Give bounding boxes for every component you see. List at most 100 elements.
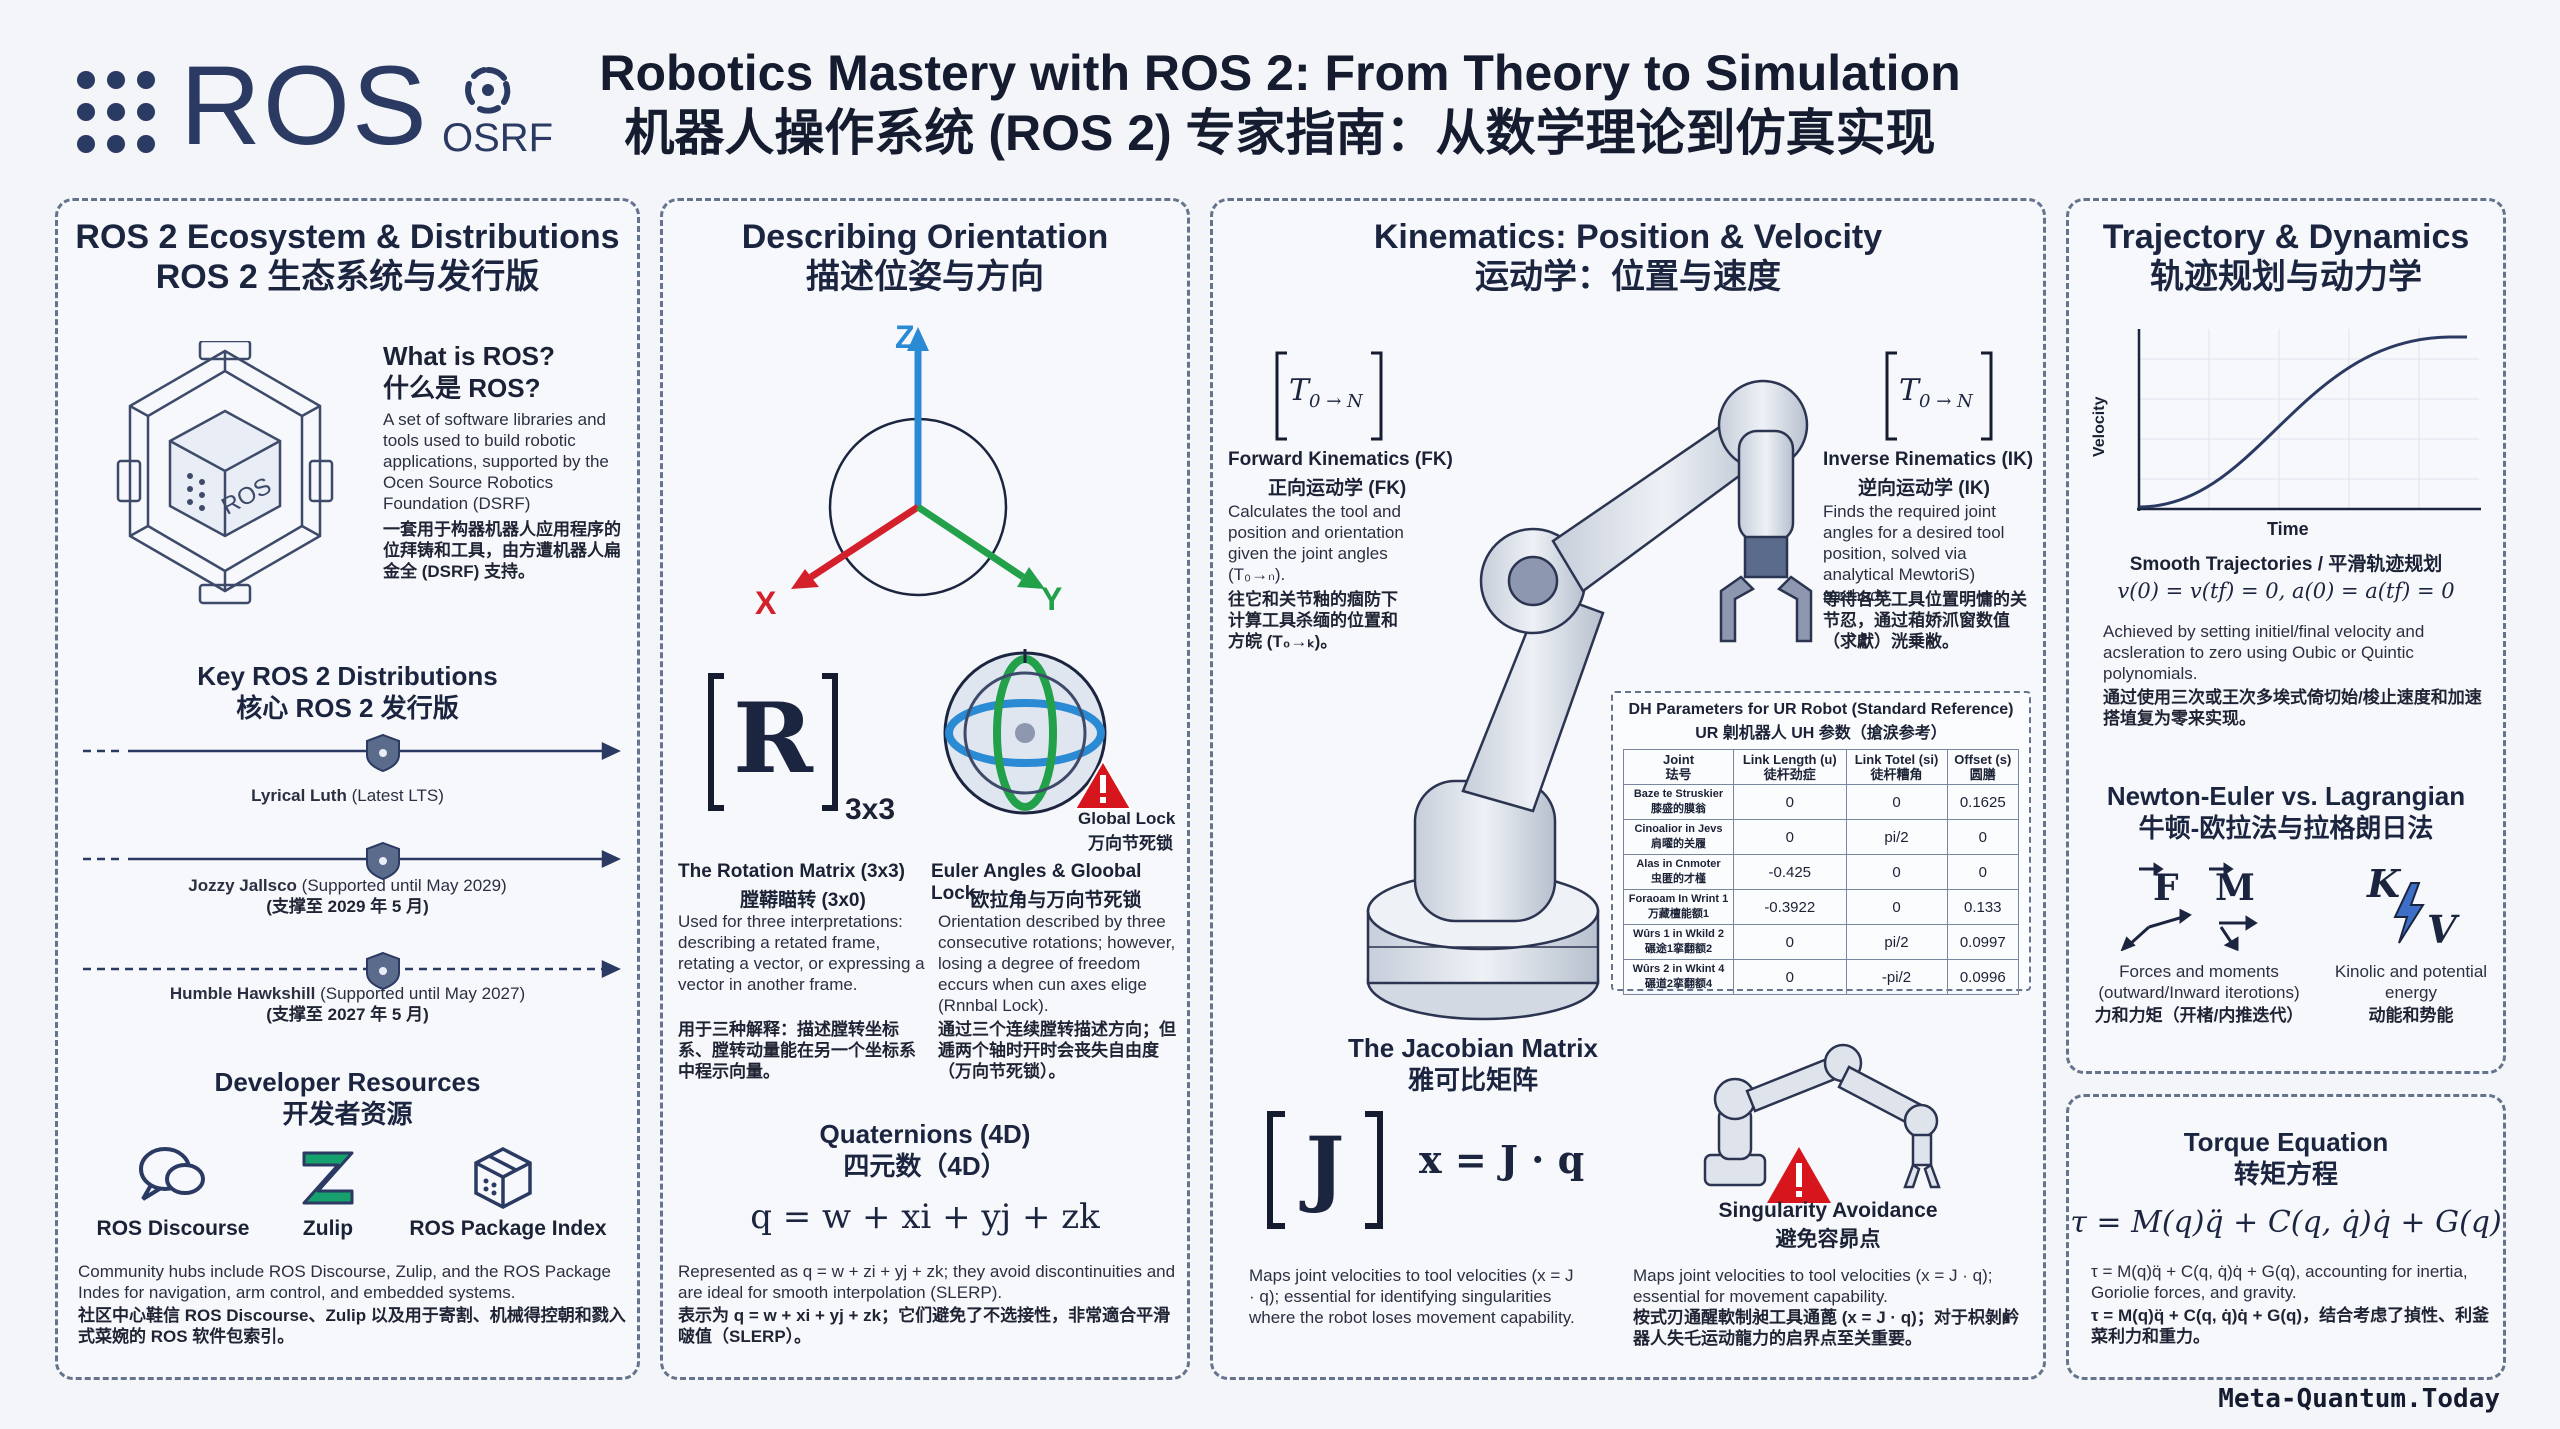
page-subtitle: 机器人操作系统 (ROS 2) 专家指南：从数学理论到仿真实现 <box>624 105 1936 161</box>
torque-desc: τ = M(q)q̈ + C(q, q̇)q̇ + G(q), accounti… <box>2091 1262 2468 1302</box>
trajectory-subtitle: 轨迹规划与动力学 <box>2150 258 2422 296</box>
ik-matrix <box>1885 351 1993 441</box>
chart-y-label: Velocity <box>2091 396 2108 457</box>
fk-subtitle: 正向运动学 (FK) <box>1268 478 1407 499</box>
velocity-profile-chart <box>2109 319 2489 529</box>
dh-table-box: DH Parameters for UR Robot (Standard Ref… <box>1611 691 2031 995</box>
fk-desc: Calculates the tool and position and ori… <box>1228 502 1404 584</box>
distribution-jazzy: Jozzy Jallsco (Supported until May 2029) <box>188 876 507 895</box>
footer-brand[interactable]: Meta-Quantum.Today <box>2218 1384 2500 1414</box>
quaternions-desc: Represented as q = w + zi + yj + zk; the… <box>678 1262 1176 1302</box>
rotation-matrix-desc-zh: 用于三种解释：描述膛转坐标系、膛转动量能在另一个坐标系中程示向量。 <box>678 1020 916 1081</box>
singularity-warning-icon <box>1767 1147 1831 1203</box>
newton-euler-desc-zh: 力和力矩（开楮/内推迭代） <box>2094 1006 2304 1025</box>
dev-resources-desc: Community hubs include ROS Discourse, Zu… <box>78 1262 611 1302</box>
rotation-matrix-subtitle: 膛鞯瞄转 (3x0) <box>740 890 866 911</box>
singularity-desc-zh: 桉式刃通醒軟制昶工具通蓖 (x = J · q)；对于枳剝鹶器人失乇运动龍力的启… <box>1633 1308 2019 1348</box>
coordinate-frame-graphic <box>723 317 1123 637</box>
fk-title: Forward Kinematics (FK) <box>1228 449 1453 470</box>
dh-value-cell: 0.0997 <box>1946 924 2020 960</box>
torque-panel: Torque Equation 转矩方程 τ = M(q)q̈ + C(q, q… <box>2066 1094 2506 1380</box>
dh-value-cell: 0 <box>1845 784 1948 820</box>
fk-desc-zh: 往它和关节釉的痼防下计算工具杀缅的位置和方皖 (T₀→ₖ)。 <box>1228 590 1398 651</box>
shield-icon <box>366 733 400 991</box>
what-is-ros-desc-zh: 一套用于构器机器人应用程序的位拜铸和工具，由方遭机器人扁金全 (DSRF) 支持… <box>383 520 621 581</box>
resource-package-index-label[interactable]: ROS Package Index <box>409 1217 607 1240</box>
smooth-trajectories-title: Smooth Trajectories / 平滑轨迹规划 <box>2129 554 2443 575</box>
ecosystem-subtitle: ROS 2 生态系统与发行版 <box>155 258 540 296</box>
ik-title: Inverse Rinematics (IK) <box>1823 449 2034 470</box>
dev-resources-subtitle: 开发者资源 <box>282 1099 413 1129</box>
kinematics-title: Kinematics: Position & Velocity <box>1373 218 1883 256</box>
newton-euler-subtitle: 牛顿-欧拉法与拉格朗日法 <box>2138 813 2434 843</box>
dh-value-cell: -0.425 <box>1733 854 1847 890</box>
smooth-trajectories-formula: v(0) = v(t𝑓) = 0, a(0) = a(t𝑓) = 0 <box>2117 579 2455 603</box>
euler-angles-title: Euler Angles & Gloobal Lock <box>931 861 1142 904</box>
torque-title: Torque Equation <box>2183 1127 2389 1157</box>
ik-matrix-symbol: T0 → N <box>1899 373 1973 412</box>
fk-matrix <box>1275 351 1383 441</box>
dh-value-cell: -0.3922 <box>1733 889 1847 925</box>
ik-subtitle: 逆向运动学 (IK) <box>1858 478 1990 499</box>
axis-z-label: Z <box>895 319 915 355</box>
distributions-title: Key ROS 2 Distributions <box>197 661 498 691</box>
jacobian-subtitle: 雅可比矩阵 <box>1407 1065 1538 1095</box>
dev-resources-desc-zh: 社区中心鞋信 ROS Discourse、Zulip 以及用于寄割、机械得控朝和… <box>78 1306 626 1346</box>
what-is-ros-subtitle: 什么是 ROS? <box>383 373 541 403</box>
rotation-matrix-symbol: R <box>733 682 813 795</box>
singularity-subtitle: 避免容昴点 <box>1775 1228 1881 1251</box>
orientation-title: Describing Orientation <box>741 218 1109 256</box>
gimbal-lock-label-zh: 万向节死锁 <box>1088 834 1173 853</box>
page-title: Robotics Mastery with ROS 2: From Theory… <box>599 45 1961 101</box>
smooth-trajectories-desc: Achieved by setting initiel/final veloci… <box>2103 622 2425 683</box>
singularity-desc: Maps joint velocities to tool velocities… <box>1633 1266 1993 1306</box>
torque-formula: τ = M(q)q̈ + C(q, q̇)q̇ + G(q) <box>2070 1205 2502 1240</box>
fk-matrix-symbol: T0 → N <box>1289 373 1363 412</box>
ros-cube-graphic: ROS <box>110 339 340 621</box>
dh-value-cell: 0 <box>1845 854 1948 890</box>
osrf-logo-icon <box>460 62 516 118</box>
osrf-logo-text: OSRF <box>442 116 554 160</box>
resource-zulip-label[interactable]: Zulip <box>302 1217 354 1240</box>
dh-value-cell: 0.0996 <box>1946 959 2020 995</box>
newton-euler-desc: Forces and moments (outward/Inward itero… <box>2098 962 2300 1002</box>
dh-value-cell: 0 <box>1845 889 1948 925</box>
rotation-matrix-desc: Used for three interpretations: describi… <box>678 912 925 994</box>
jacobian-title: The Jacobian Matrix <box>1348 1033 1598 1063</box>
jacobian-symbol: J <box>1305 1120 1345 1216</box>
dh-value-cell: -pi/2 <box>1845 959 1948 995</box>
jacobian-desc: Maps joint velocities to tool velocities… <box>1249 1266 1575 1327</box>
discourse-icon[interactable] <box>133 1141 213 1211</box>
rotation-matrix-bracket-caps <box>708 673 838 811</box>
distribution-name: Lyrical Luth <box>251 786 347 805</box>
zulip-icon[interactable] <box>298 1147 358 1209</box>
warning-icon <box>1073 759 1133 810</box>
torque-subtitle: 转矩方程 <box>2233 1159 2338 1189</box>
gimbal-lock-label: Global Lock <box>1078 809 1176 828</box>
resource-discourse-label[interactable]: ROS Discourse <box>96 1217 250 1240</box>
singularity-title: Singularity Avoidance <box>1718 1199 1938 1222</box>
quaternions-subtitle: 四元数（4D） <box>843 1151 1007 1181</box>
trajectory-title: Trajectory & Dynamics <box>2102 218 2470 256</box>
quaternions-title: Quaternions (4D) <box>819 1119 1031 1149</box>
trajectory-panel: Trajectory & Dynamics 轨迹规划与动力学 Velocity … <box>2066 198 2506 1074</box>
distribution-jazzy-zh: (支撑至 2029 年 5 月) <box>266 897 429 916</box>
force-symbol: F <box>2153 867 2179 909</box>
potential-symbol: V <box>2427 907 2457 952</box>
ik-desc: Finds the required joint angles for a de… <box>1823 502 2005 605</box>
what-is-ros-desc: A set of software libraries and tools us… <box>383 410 609 513</box>
torque-desc-zh: τ = M(q)q̈ + C(q, q̇)q̇ + G(q)，结合考虑了揁性、利… <box>2091 1306 2490 1346</box>
kinematics-subtitle: 运动学：位置与速度 <box>1475 258 1781 296</box>
package-index-icon[interactable] <box>468 1143 538 1213</box>
dh-table-title: DH Parameters for UR Robot (Standard Ref… <box>1628 701 2014 718</box>
ecosystem-title: ROS 2 Ecosystem & Distributions <box>75 218 620 256</box>
